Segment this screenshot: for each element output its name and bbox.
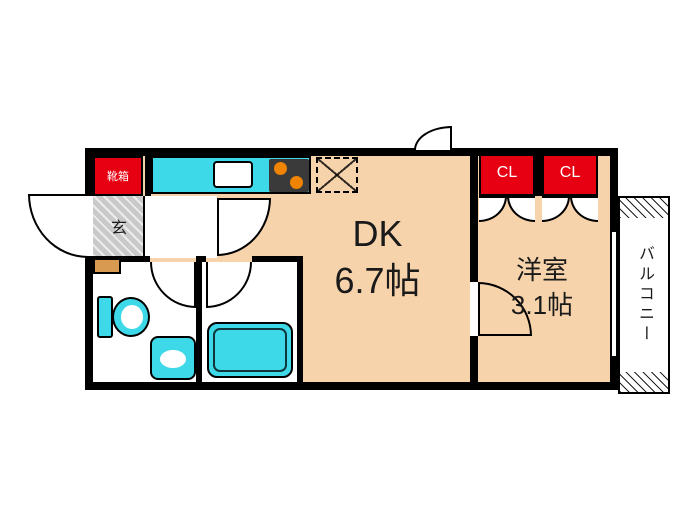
entrance-door-arc bbox=[28, 194, 88, 258]
fridge-space bbox=[316, 157, 358, 193]
wall-dk-west-lower bbox=[470, 336, 478, 382]
balcony-window bbox=[610, 232, 618, 356]
closet-left-label: CL bbox=[496, 164, 518, 181]
dk-room-label: DK 6.7帖 bbox=[290, 206, 465, 310]
western-size: 3.1帖 bbox=[510, 290, 574, 320]
balcony: バルコニー bbox=[618, 196, 670, 394]
entrance-label-text: 玄 bbox=[110, 220, 127, 237]
wall-kitchen-left bbox=[145, 156, 151, 196]
washbasin-bowl-icon bbox=[160, 350, 186, 368]
western-name: 洋室 bbox=[515, 254, 568, 285]
wall-right-upper bbox=[610, 148, 618, 232]
toilet-seat-icon bbox=[121, 305, 143, 329]
wall-dk-west-upper bbox=[470, 156, 478, 282]
western-room-label: 洋室 3.1帖 bbox=[478, 240, 606, 336]
hallway bbox=[145, 196, 217, 258]
wall-bottom bbox=[85, 382, 618, 390]
wall-top bbox=[85, 148, 618, 156]
toilet-bowl-icon bbox=[112, 297, 150, 337]
stove-burner-icon bbox=[290, 176, 303, 189]
wall-left-lower bbox=[85, 256, 93, 390]
entrance-label: 玄 bbox=[93, 196, 145, 256]
wall-hall-south-a bbox=[93, 256, 150, 262]
kitchen-sink bbox=[213, 161, 253, 188]
bathtub-inner-icon bbox=[213, 328, 287, 372]
balcony-label: バルコニー bbox=[636, 245, 653, 345]
wall-right-lower bbox=[610, 356, 618, 390]
closet-right: CL bbox=[542, 150, 598, 196]
shoe-box: 靴箱 bbox=[93, 156, 143, 196]
wall-closet-mid bbox=[535, 150, 542, 196]
closet-left: CL bbox=[479, 150, 535, 196]
shoe-box-label: 靴箱 bbox=[107, 171, 129, 183]
wall-left-upper bbox=[85, 148, 93, 196]
wall-hall-south-c bbox=[252, 256, 303, 262]
bathtub-icon bbox=[207, 322, 293, 378]
wall-bath-dk-divider bbox=[297, 256, 303, 382]
closet-right-label: CL bbox=[559, 164, 581, 181]
wall-hall-south-b bbox=[196, 256, 206, 262]
dk-size: 6.7帖 bbox=[334, 260, 421, 301]
wall-toilet-bath-divider bbox=[196, 262, 202, 382]
entrance-step bbox=[93, 258, 121, 274]
balcony-hatch-bottom bbox=[620, 372, 668, 392]
toilet-tank-icon bbox=[97, 296, 113, 338]
stove-burner-icon bbox=[274, 162, 287, 175]
top-door-arc bbox=[414, 126, 452, 150]
entrance-area bbox=[93, 196, 145, 256]
dk-name: DK bbox=[352, 213, 403, 255]
balcony-hatch-top bbox=[620, 198, 668, 218]
